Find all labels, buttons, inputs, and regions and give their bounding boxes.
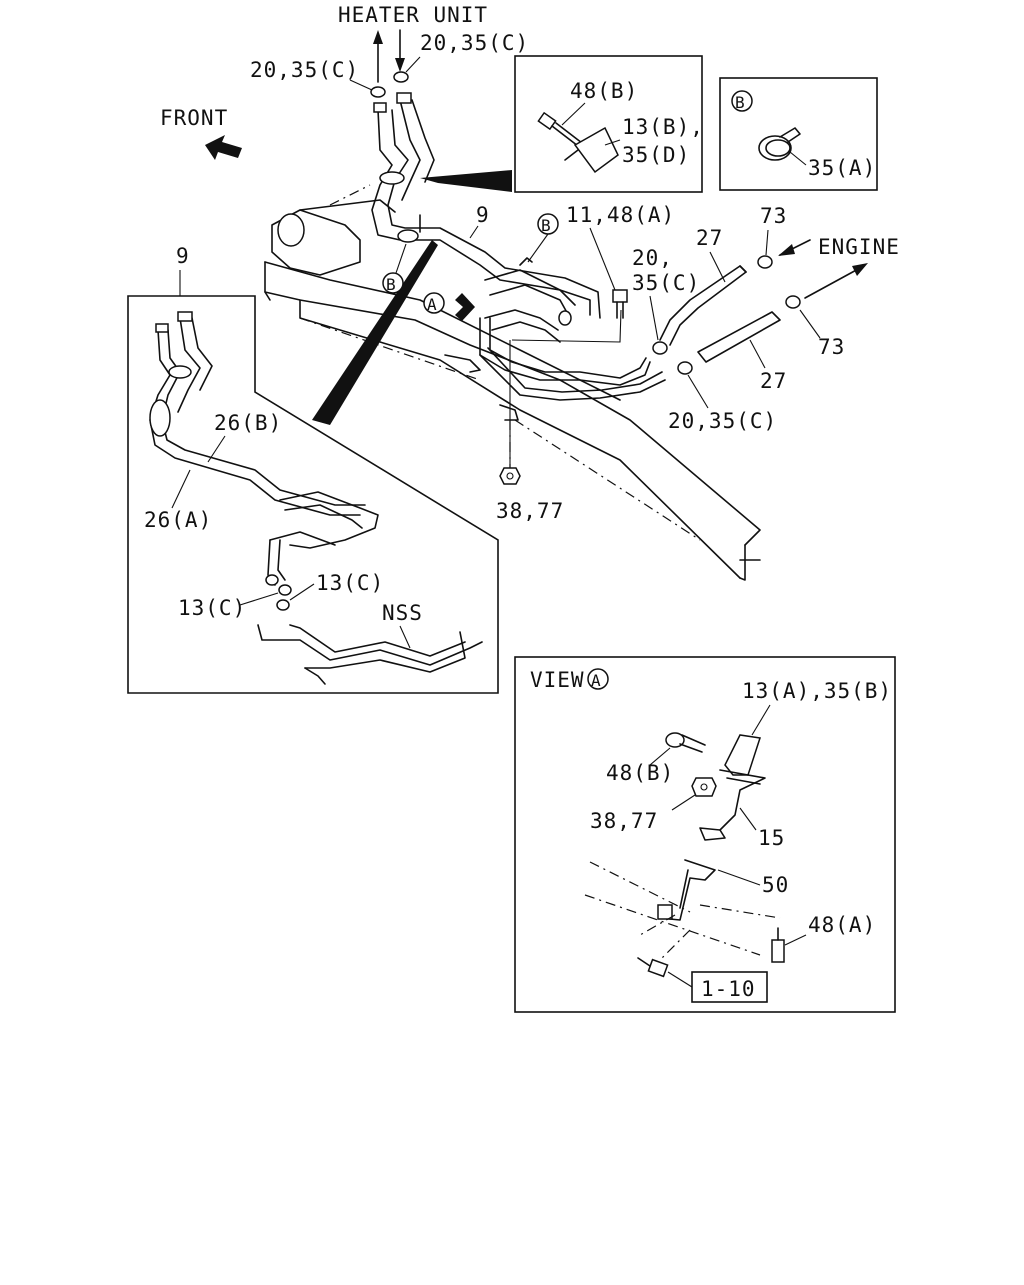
view-marker-label: A (591, 671, 602, 690)
view-a-arrow-icon (455, 293, 475, 321)
marker-b-left-label: B (386, 275, 397, 294)
clip-icon (278, 584, 292, 596)
bolt-icon (537, 111, 583, 147)
frame-section (584, 861, 781, 961)
marker-b-circle (731, 90, 753, 112)
clamp-label-top-left: 20,35(C) (250, 58, 359, 82)
view-clip-label: 13(A),35(B) (742, 679, 892, 703)
heater-pipe-assembly (371, 92, 666, 421)
band-clamp-icon (758, 127, 801, 161)
inset-b-detail (719, 77, 878, 191)
view-nut-label: 38,77 (590, 809, 658, 833)
hose-upper (659, 265, 747, 346)
clip-icon (564, 126, 619, 174)
engine-arrow-out (852, 263, 868, 276)
marker-a (423, 292, 445, 314)
heater-unit-label: HEATER UNIT (338, 3, 488, 27)
view-a-box (514, 656, 896, 1013)
clamp-icon (677, 361, 693, 375)
marker-a-label: A (427, 295, 438, 314)
clamp-icon (757, 255, 773, 269)
bolt-icon (665, 732, 706, 753)
pipe-26a-label: 26(A) (144, 508, 212, 532)
nut-icon (691, 777, 717, 797)
bolt-icon (637, 957, 669, 978)
frame-rail (264, 199, 761, 581)
clamp-icon (370, 86, 386, 98)
pipe-end (265, 574, 279, 586)
pipe-detail-box (127, 295, 499, 694)
clip-icon (724, 734, 761, 776)
view-bracket-15-label: 15 (758, 826, 785, 850)
hose-upper-label: 27 (696, 226, 723, 250)
bolt-icon (612, 289, 628, 319)
pipe-end-upper (396, 92, 412, 104)
hose-joint (379, 171, 405, 185)
engine-label: ENGINE (818, 235, 900, 259)
hose-elbow (149, 399, 171, 437)
clamp-73-lower-label: 73 (818, 335, 845, 359)
view-bolt-b-label: 48(B) (606, 761, 674, 785)
clamp-label-top-right: 20,35(C) (420, 31, 529, 55)
view-marker-circle (587, 668, 609, 690)
view-bolt-a-label: 48(A) (808, 913, 876, 937)
detail-pointer (312, 240, 438, 425)
detail-pipe-label: 9 (176, 244, 190, 268)
hose-lower (697, 311, 781, 363)
bolt-upper-label: 11,48(A) (566, 203, 675, 227)
nss-label: NSS (382, 601, 423, 625)
pipe-26b-label: 26(B) (214, 411, 282, 435)
view-title-label: VIEW (530, 668, 585, 692)
front-label: FRONT (160, 106, 228, 130)
clamp-icon (652, 341, 668, 355)
inset2-marker-label: B (735, 93, 746, 112)
clamp-mid-label-b: 35(C) (632, 271, 700, 295)
clamp-mid-label-a: 20, (632, 246, 673, 270)
heater-arrows (373, 29, 405, 83)
clip-icon (276, 599, 290, 611)
detail-pipes (149, 311, 379, 586)
crossmember-hole (277, 213, 305, 247)
nut-icon (499, 467, 521, 485)
main-pipe-label: 9 (476, 203, 490, 227)
view-bracket-50-label: 50 (762, 873, 789, 897)
clip-13c-right-label: 13(C) (316, 571, 384, 595)
marker-b-top-label: B (541, 216, 552, 235)
inset1-clip-label-b: 35(D) (622, 143, 690, 167)
clamp-lower-label: 20,35(C) (668, 409, 777, 433)
inset1-pointer (420, 170, 512, 192)
pipe-end-upper-2 (373, 102, 387, 113)
front-arrow-icon (205, 135, 242, 160)
inset2-clamp-label: 35(A) (808, 156, 876, 180)
nut-label: 38,77 (496, 499, 564, 523)
bracket-15-icon (699, 769, 766, 841)
hose-lower-label: 27 (760, 369, 787, 393)
bolt-icon (771, 927, 785, 963)
hose-joint (168, 365, 192, 379)
pipe-end-right (558, 310, 572, 326)
inset1-bolt-label: 48(B) (570, 79, 638, 103)
inset-clip-detail (514, 55, 703, 193)
pipe-end (177, 311, 193, 322)
engine-arrow-in (778, 244, 795, 256)
clamp-73-upper-label: 73 (760, 204, 787, 228)
nss-pipe (257, 624, 483, 685)
clamp-b-marker-point (397, 229, 419, 243)
clip-13c-left-label: 13(C) (178, 596, 246, 620)
view-ref-label: 1-10 (701, 977, 756, 1001)
clamp-icon (393, 71, 409, 83)
marker-b-left (382, 272, 404, 294)
clamp-icon (785, 295, 801, 309)
pipe-end (155, 323, 169, 333)
inset1-clip-label-a: 13(B), (622, 115, 704, 139)
bracket-50-icon (657, 859, 716, 921)
